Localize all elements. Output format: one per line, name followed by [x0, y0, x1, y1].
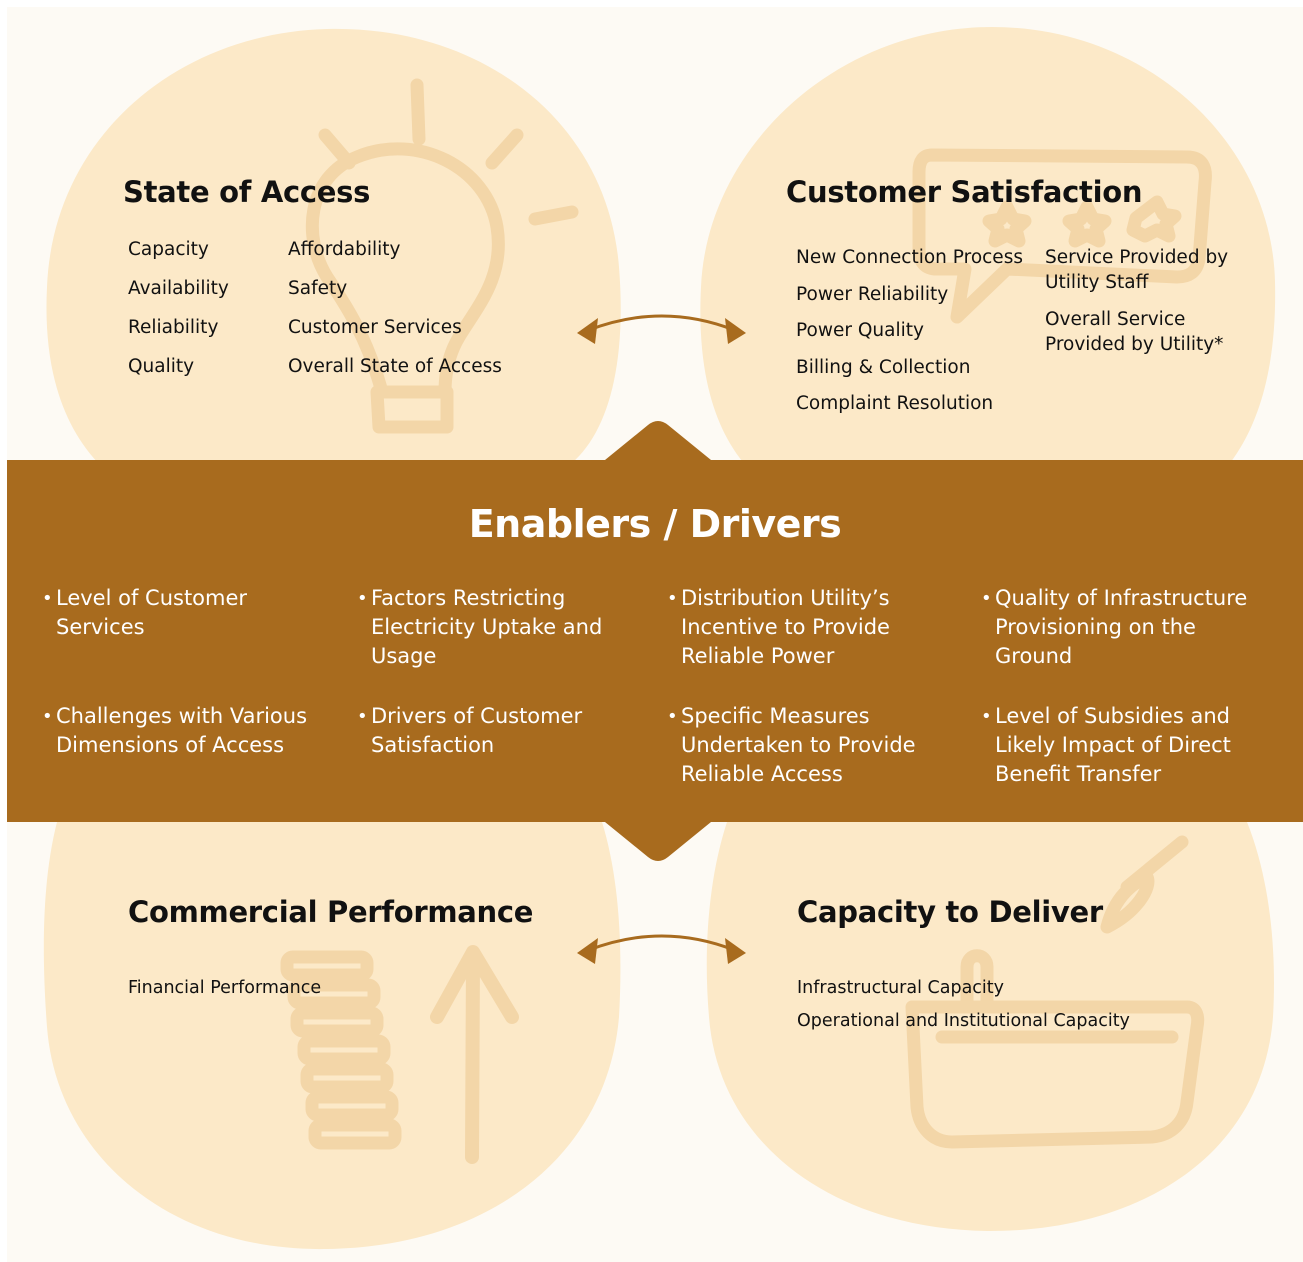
driver-text: Challenges with Various Dimensions of Ac…: [56, 704, 308, 757]
commercial-performance-list: Financial Performance: [128, 975, 321, 1008]
driver-item: •Drivers of Customer Satisfaction: [357, 704, 583, 757]
double-arrow-top: [577, 314, 746, 344]
plug-icon: [905, 835, 1205, 1149]
driver-item: •Challenges with Various Dimensions of A…: [42, 704, 308, 757]
lightbulb-icon: [305, 78, 579, 434]
capacity-to-deliver-list: Infrastructural Capacity Operational and…: [797, 975, 1130, 1041]
list-item: New Connection Process: [796, 247, 1023, 268]
driver-item: •Specific Measures Undertaken to Provide…: [667, 704, 916, 786]
list-item: Availability: [128, 278, 229, 299]
list-item: Quality: [128, 356, 195, 377]
state-of-access-col1: Capacity Availability Reliability Qualit…: [128, 237, 229, 393]
driver-item: •Level of Subsidies and Likely Impact of…: [981, 704, 1231, 786]
commercial-performance-title: Commercial Performance: [128, 895, 534, 929]
list-item: Operational and Institutional Capacity: [797, 1011, 1130, 1031]
driver-text: Specific Measures Undertaken to Provide …: [681, 704, 916, 786]
enablers-title: Enablers / Drivers: [468, 502, 842, 546]
driver-text: Quality of Infrastructure Provisioning o…: [995, 586, 1248, 668]
driver-text: Factors Restricting Electricity Uptake a…: [371, 586, 603, 668]
driver-text: Level of Customer Services: [56, 586, 248, 639]
speech-bubble-icon: [912, 148, 1212, 324]
driver-text: Drivers of Customer Satisfaction: [371, 704, 583, 757]
list-item: Billing & Collection: [796, 356, 971, 378]
up-arrow-icon: [430, 945, 519, 1164]
circle-capacity-to-deliver: [706, 822, 1274, 1232]
circle-customer-satisfaction: [700, 27, 1276, 467]
state-of-access-col2: Affordability Safety Customer Services O…: [288, 237, 502, 393]
state-of-access-title: State of Access: [123, 175, 371, 209]
driver-item: •Distribution Utility’s Incentive to Pro…: [667, 586, 890, 668]
driver-item: •Level of Customer Services: [42, 586, 248, 639]
double-arrow-bottom: [577, 934, 746, 964]
list-item: Power Quality: [796, 320, 924, 341]
list-item: Power Reliability: [796, 283, 949, 305]
capacity-to-deliver-title: Capacity to Deliver: [797, 895, 1103, 929]
list-item: Safety: [288, 278, 348, 299]
list-item: Affordability: [288, 239, 401, 260]
driver-item: •Factors Restricting Electricity Uptake …: [357, 586, 603, 668]
customer-satisfaction-col1: New Connection Process Power Reliability…: [796, 245, 1023, 428]
driver-text: Distribution Utility’s Incentive to Prov…: [681, 586, 890, 668]
diagram-background: [7, 27, 1303, 1250]
diagram-canvas: State of Access Capacity Availability Re…: [7, 7, 1303, 1262]
list-item: Financial Performance: [128, 978, 322, 998]
driver-text: Level of Subsidies and Likely Impact of …: [995, 704, 1231, 786]
customer-satisfaction-title: Customer Satisfaction: [786, 175, 1143, 209]
list-item: Infrastructural Capacity: [797, 978, 1004, 998]
list-item: Customer Services: [288, 317, 462, 338]
enablers-band: [7, 421, 1303, 861]
list-item: Capacity: [128, 239, 209, 260]
list-item: Service Provided by Utility Staff: [1045, 247, 1229, 293]
circle-state-of-access: [46, 28, 621, 467]
list-item: Complaint Resolution: [796, 393, 994, 414]
customer-satisfaction-col2: Service Provided by Utility Staff Overal…: [1045, 245, 1235, 369]
driver-item: •Quality of Infrastructure Provisioning …: [981, 586, 1248, 668]
list-item: Overall Service Provided by Utility*: [1045, 309, 1224, 355]
list-item: Reliability: [128, 317, 219, 338]
list-item: Overall State of Access: [288, 356, 502, 377]
coin-stack-icon: [280, 950, 402, 1150]
